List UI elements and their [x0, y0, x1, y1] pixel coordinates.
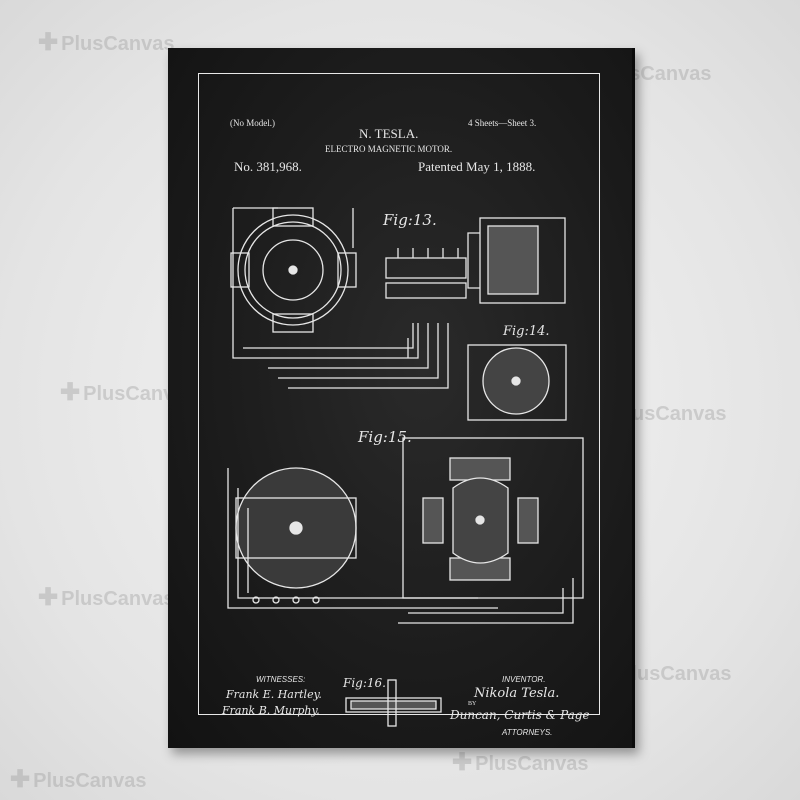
fig14-label: Fig:14. — [503, 324, 550, 339]
watermark: ✚PlusCanvas — [38, 583, 175, 612]
plus-cross-icon: ✚ — [38, 29, 58, 56]
attorneys-label: ATTORNEYS. — [502, 728, 552, 737]
witness-2-signature: Frank B. Murphy. — [222, 704, 320, 717]
canvas-print: (No Model.) 4 Sheets—Sheet 3. N. TESLA. … — [168, 48, 635, 748]
watermark: ✚PlusCanvas — [38, 28, 175, 57]
watermark-text: PlusCanvas — [33, 770, 146, 792]
witness-1-signature: Frank E. Hartley. — [226, 688, 322, 701]
attorneys-signature: Duncan, Curtis & Page — [450, 708, 590, 722]
inventor-signature: Nikola Tesla. — [474, 686, 559, 701]
fig16-label: Fig:16. — [343, 676, 386, 690]
plus-cross-icon: ✚ — [10, 766, 30, 793]
patent-drawing — [168, 48, 632, 748]
watermark-text: PlusCanvas — [618, 663, 731, 685]
watermark: ✚PlusCanvas — [452, 748, 589, 777]
plus-cross-icon: ✚ — [38, 584, 58, 611]
by-label: BY — [468, 701, 476, 707]
fig13-label: Fig:13. — [383, 211, 437, 229]
watermark: ✚PlusCanvas — [10, 765, 147, 794]
watermark-text: PlusCanvas — [61, 588, 174, 610]
watermark-text: PlusCanvas — [61, 33, 174, 55]
witnesses-label: WITNESSES: — [256, 675, 305, 684]
plus-cross-icon: ✚ — [452, 749, 472, 776]
inventor-label: INVENTOR. — [502, 675, 545, 684]
fig15-label: Fig:15. — [358, 428, 412, 446]
plus-cross-icon: ✚ — [60, 379, 80, 406]
watermark-text: PlusCanvas — [475, 753, 588, 775]
